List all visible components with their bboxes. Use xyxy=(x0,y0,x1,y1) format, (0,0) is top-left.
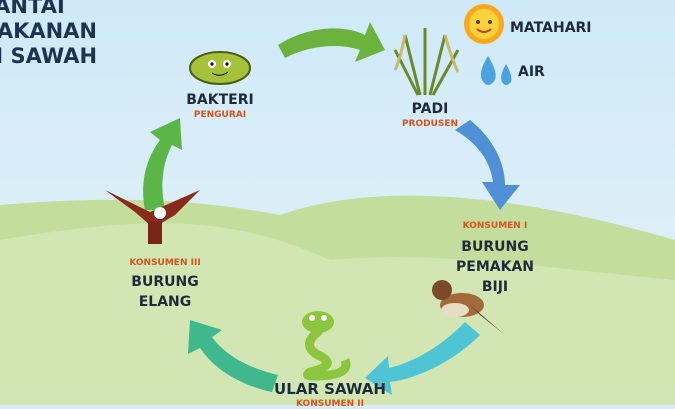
title-line-3: DI SAWAH xyxy=(0,44,98,68)
padi-label: PADI xyxy=(411,101,449,117)
padi-role: PRODUSEN xyxy=(401,119,459,129)
ular-role: KONSUMEN II xyxy=(295,399,364,409)
arrow-bakteri-to-padi xyxy=(278,22,385,62)
elang-role: KONSUMEN III xyxy=(129,258,201,268)
snake-icon xyxy=(302,311,351,381)
bacteria-icon xyxy=(189,51,251,85)
rice-plant-icon xyxy=(393,28,460,96)
water-drops-icon xyxy=(480,56,512,85)
air-label: AIR xyxy=(518,64,545,80)
elang-label: BURUNG ELANG xyxy=(131,274,199,310)
ular-label: ULAR SAWAH xyxy=(274,380,386,398)
sparrow-icon xyxy=(432,280,505,335)
sun-icon xyxy=(464,4,504,44)
title-line-2: MAKANAN xyxy=(0,19,97,43)
arrow-burung-to-ular xyxy=(365,322,480,395)
arrow-padi-to-burung xyxy=(455,120,520,210)
eagle-icon xyxy=(105,190,200,244)
matahari-label: MATAHARI xyxy=(510,20,592,36)
hill-front xyxy=(0,223,675,405)
arrow-ular-to-elang xyxy=(188,320,278,392)
burung-biji-role: KONSUMEN I xyxy=(462,221,528,231)
arrow-elang-to-bakteri xyxy=(143,118,182,210)
title-line-1: RANTAI xyxy=(0,0,65,18)
burung-biji-label: BURUNG PEMAKAN BIJI xyxy=(456,239,534,295)
bakteri-label: BAKTERI xyxy=(186,92,254,108)
bakteri-role: PENGURAI xyxy=(193,110,247,120)
